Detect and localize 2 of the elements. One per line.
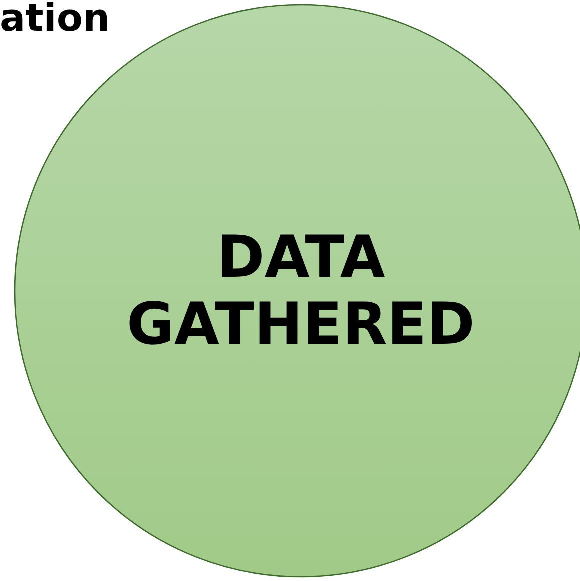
heading-fragment: ation bbox=[0, 0, 110, 40]
node-text: DATA GATHERED bbox=[126, 224, 476, 358]
